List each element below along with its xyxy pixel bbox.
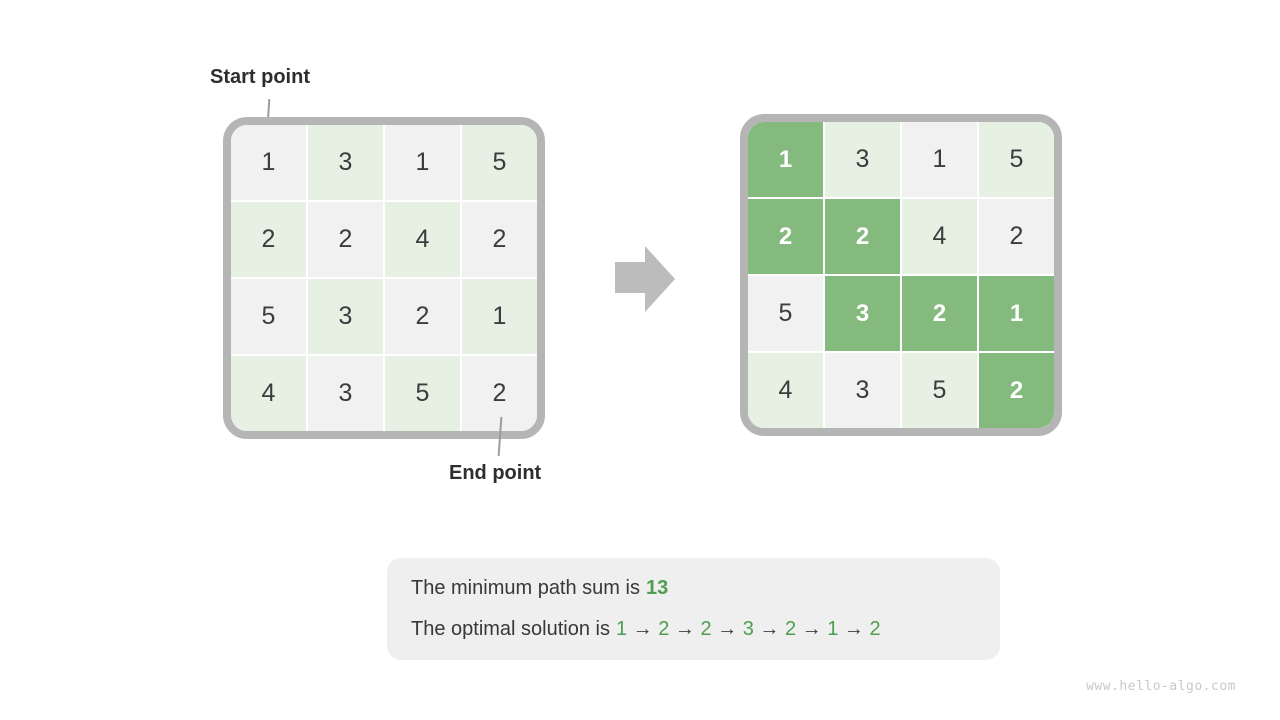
grid-cell: 5 — [979, 122, 1054, 197]
solution-path: 1 → 2 → 2 → 3 → 2 → 1 → 2 — [616, 618, 881, 640]
grid-cell: 5 — [462, 125, 537, 200]
path-arrow: → — [838, 618, 870, 640]
grid-cell: 5 — [231, 279, 306, 354]
grid-cell: 5 — [902, 353, 977, 428]
grid-cell: 1 — [748, 122, 823, 197]
grid-cell: 2 — [902, 276, 977, 351]
grid-cell: 2 — [825, 199, 900, 274]
grid-cell: 4 — [902, 199, 977, 274]
end-point-label: End point — [449, 462, 542, 484]
grid-cell: 4 — [748, 353, 823, 428]
grid-cell: 5 — [748, 276, 823, 351]
grid-cell: 2 — [979, 353, 1054, 428]
grid-cell: 3 — [825, 276, 900, 351]
path-arrow: → — [711, 618, 743, 640]
grid-cell: 1 — [902, 122, 977, 197]
path-number: 2 — [700, 618, 712, 640]
path-number: 3 — [742, 618, 754, 640]
grid-cell: 2 — [231, 202, 306, 277]
grid-cell: 5 — [385, 356, 460, 431]
minimum-sum-value: 13 — [645, 577, 669, 599]
grid-cell: 3 — [308, 125, 383, 200]
path-number: 2 — [784, 618, 797, 640]
grid-cell: 3 — [308, 279, 383, 354]
path-number: 1 — [827, 618, 839, 640]
grid-cell: 4 — [385, 202, 460, 277]
grid-cell: 2 — [979, 199, 1054, 274]
grid-cell: 1 — [979, 276, 1054, 351]
grid-cell: 2 — [748, 199, 823, 274]
grid-cell: 1 — [462, 279, 537, 354]
optimal-solution-text: The optimal solution is — [411, 618, 610, 640]
right-block-arrow-icon — [615, 246, 675, 312]
grid-cell: 2 — [385, 279, 460, 354]
grid-cell: 3 — [308, 356, 383, 431]
start-point-label: Start point — [210, 66, 310, 88]
grid-cell: 3 — [825, 122, 900, 197]
grid-cell: 2 — [308, 202, 383, 277]
path-number: 2 — [869, 618, 881, 640]
path-arrow: → — [753, 618, 785, 640]
path-number: 1 — [615, 618, 628, 640]
minimum-sum-text: The minimum path sum is — [411, 577, 640, 599]
grid-cell: 2 — [462, 202, 537, 277]
path-arrow: → — [796, 618, 828, 640]
path-arrow: → — [627, 618, 659, 640]
path-number: 2 — [658, 618, 670, 640]
grid-cell: 3 — [825, 353, 900, 428]
watermark: www.hello-algo.com — [1086, 679, 1236, 694]
path-arrow: → — [669, 618, 701, 640]
grid-cell: 4 — [231, 356, 306, 431]
grid-cell: 1 — [231, 125, 306, 200]
grid-cell: 1 — [385, 125, 460, 200]
